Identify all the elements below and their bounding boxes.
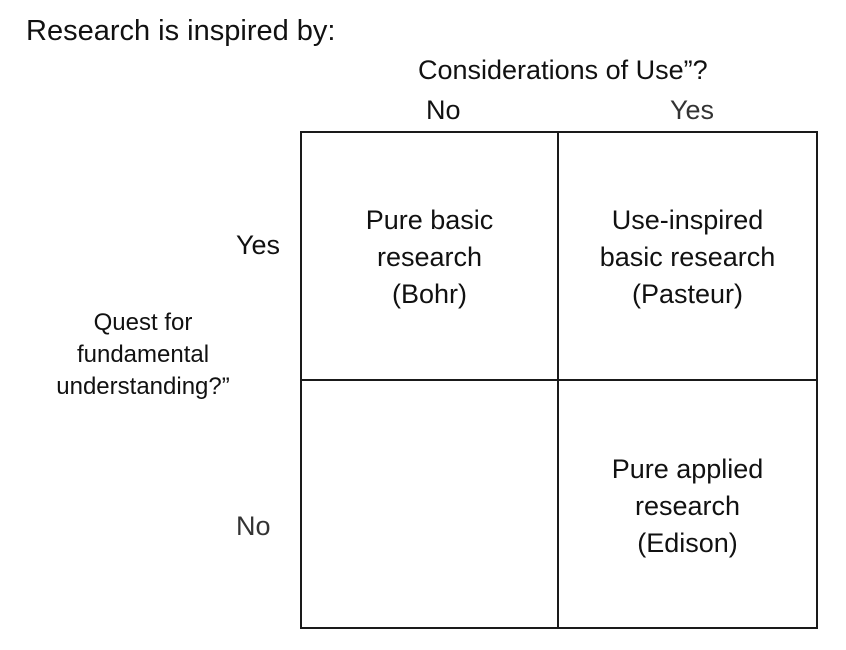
quadrant-line: research	[376, 242, 483, 272]
quadrant-line: research	[634, 491, 741, 521]
quadrant-line: (Pasteur)	[631, 279, 744, 309]
quadrant-pure-applied-research: Pure applied research (Edison)	[559, 451, 816, 562]
quadrant-line: (Bohr)	[391, 279, 467, 309]
quadrant-pure-basic-research: Pure basic research (Bohr)	[302, 202, 557, 313]
quadrant-line: Pure basic	[365, 205, 494, 235]
column-axis-label: Considerations of Use”?	[418, 55, 708, 85]
column-header-no: No	[426, 95, 461, 125]
diagram-title: Research is inspired by:	[26, 15, 336, 47]
row-header-no: No	[236, 511, 271, 541]
row-axis-label-line: understanding?”	[56, 373, 230, 400]
row-axis-label: Quest for fundamental understanding?”	[40, 307, 246, 403]
row-axis-label-line: Quest for	[93, 309, 193, 336]
column-header-yes: Yes	[670, 95, 715, 125]
grid-horizontal-divider	[300, 379, 818, 381]
row-axis-label-line: fundamental	[76, 341, 210, 368]
quadrant-line: (Edison)	[637, 528, 738, 558]
quadrant-line: Use-inspired	[611, 205, 764, 235]
quadrant-line: basic research	[599, 242, 776, 272]
row-header-yes: Yes	[236, 230, 281, 260]
quadrant-line: Pure applied	[611, 454, 764, 484]
quadrant-use-inspired-basic-research: Use-inspired basic research (Pasteur)	[559, 202, 816, 313]
